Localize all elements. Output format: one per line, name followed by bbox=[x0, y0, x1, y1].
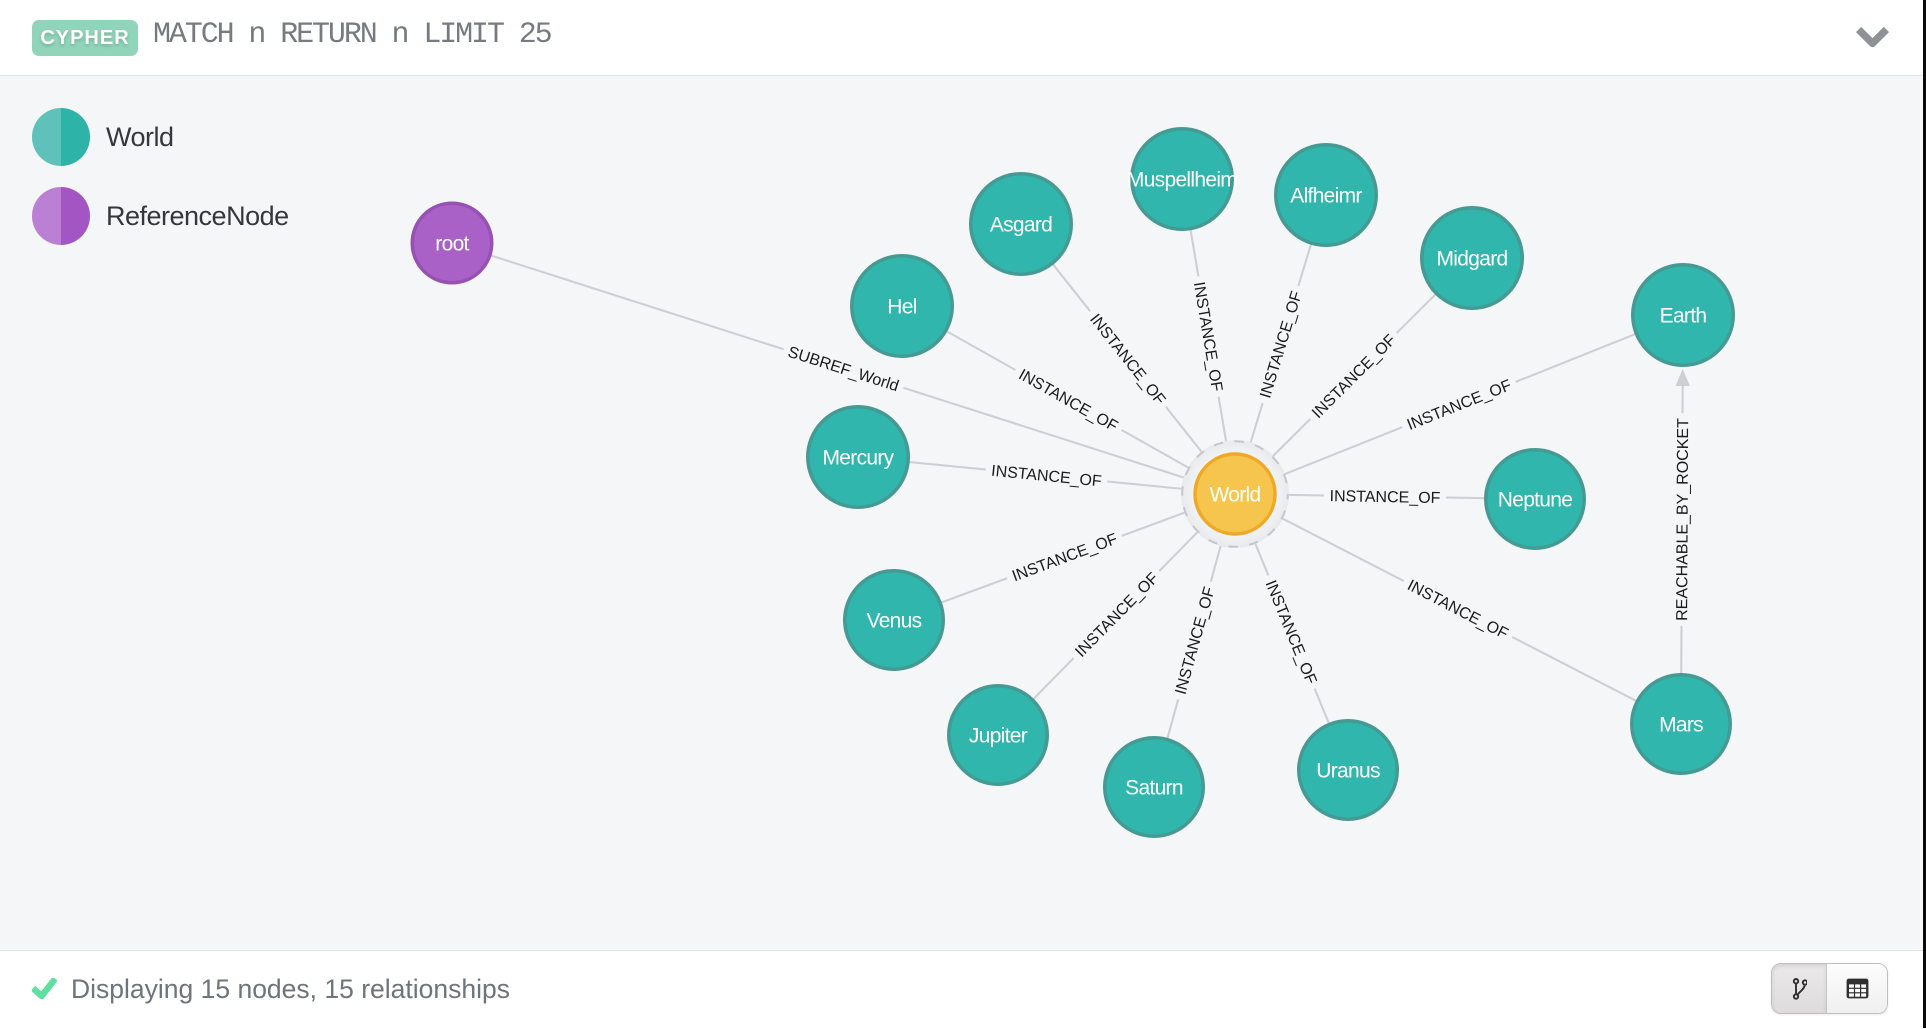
svg-text:Muspellheim: Muspellheim bbox=[1127, 169, 1237, 192]
svg-text:INSTANCE_OF: INSTANCE_OF bbox=[1190, 281, 1225, 393]
svg-text:Neptune: Neptune bbox=[1498, 489, 1573, 512]
svg-text:INSTANCE_OF: INSTANCE_OF bbox=[1309, 331, 1400, 421]
svg-text:INSTANCE_OF: INSTANCE_OF bbox=[1016, 366, 1121, 435]
svg-text:World: World bbox=[1210, 484, 1261, 507]
svg-text:INSTANCE_OF: INSTANCE_OF bbox=[1072, 570, 1162, 661]
svg-text:Venus: Venus bbox=[867, 610, 922, 633]
svg-text:Midgard: Midgard bbox=[1437, 248, 1508, 271]
svg-text:INSTANCE_OF: INSTANCE_OF bbox=[1173, 585, 1219, 697]
svg-text:Alfheimr: Alfheimr bbox=[1290, 185, 1362, 208]
svg-text:INSTANCE_OF: INSTANCE_OF bbox=[1086, 311, 1168, 409]
svg-text:Uranus: Uranus bbox=[1316, 760, 1380, 783]
svg-text:INSTANCE_OF: INSTANCE_OF bbox=[1329, 488, 1440, 507]
svg-text:Asgard: Asgard bbox=[990, 214, 1052, 237]
svg-text:Mercury: Mercury bbox=[823, 447, 895, 470]
svg-text:Saturn: Saturn bbox=[1125, 777, 1183, 800]
svg-text:INSTANCE_OF: INSTANCE_OF bbox=[1262, 578, 1320, 687]
svg-text:INSTANCE_OF: INSTANCE_OF bbox=[1257, 289, 1306, 400]
svg-text:Hel: Hel bbox=[887, 296, 916, 319]
svg-text:INSTANCE_OF: INSTANCE_OF bbox=[1405, 377, 1514, 434]
svg-text:REACHABLE_BY_ROCKET: REACHABLE_BY_ROCKET bbox=[1674, 418, 1692, 621]
svg-text:Mars: Mars bbox=[1659, 714, 1703, 737]
svg-text:INSTANCE_OF: INSTANCE_OF bbox=[990, 463, 1102, 491]
svg-text:root: root bbox=[435, 233, 469, 256]
svg-text:INSTANCE_OF: INSTANCE_OF bbox=[1404, 577, 1510, 643]
svg-text:Jupiter: Jupiter bbox=[969, 725, 1028, 748]
svg-text:INSTANCE_OF: INSTANCE_OF bbox=[1010, 531, 1120, 585]
svg-text:Earth: Earth bbox=[1660, 305, 1707, 328]
